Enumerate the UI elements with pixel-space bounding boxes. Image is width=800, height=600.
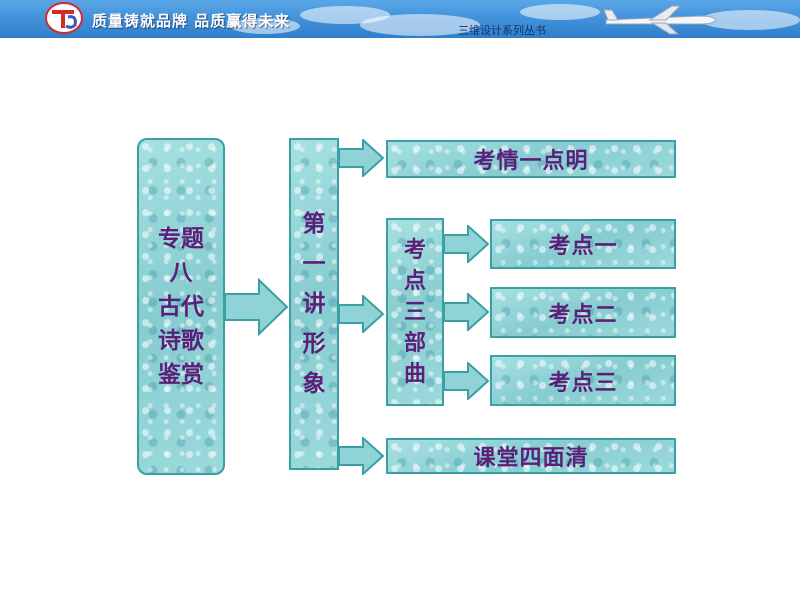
three-parts-char: 曲 — [403, 360, 426, 387]
cloud-decoration — [360, 14, 480, 36]
lecture-char: 形 — [302, 330, 326, 357]
topic-line: 鉴赏 — [158, 360, 204, 388]
publisher-logo-icon — [45, 2, 83, 34]
point-one-label: 考点一 — [548, 233, 618, 259]
cloud-decoration — [230, 18, 300, 34]
arrow-to-point-one-icon — [444, 225, 490, 263]
header-slogan: 质量铸就品牌 品质赢得未来 — [92, 12, 291, 30]
three-parts-char: 三 — [403, 298, 426, 325]
lecture-char: 讲 — [302, 290, 326, 317]
arrow-to-point-three-icon — [444, 362, 490, 400]
cloud-decoration — [520, 4, 600, 20]
three-parts-char: 点 — [403, 267, 426, 294]
three-parts-text: 考 点 三 部 曲 — [404, 235, 426, 390]
exam-info-box: 考情一点明 — [386, 140, 676, 178]
cloud-decoration — [700, 10, 800, 30]
topic-line: 八 — [169, 258, 193, 286]
point-one-box: 考点一 — [490, 219, 676, 269]
arrow-to-clear-all-icon — [339, 437, 385, 475]
topic-line: 专题 — [158, 224, 204, 252]
lecture-box: 第 一 讲 形 象 — [289, 138, 339, 470]
three-parts-char: 考 — [403, 236, 426, 263]
topic-line: 古代 — [158, 292, 204, 320]
series-title: 三维设计系列丛书 — [458, 24, 546, 37]
lecture-char: 一 — [302, 250, 326, 277]
topic-line: 诗歌 — [158, 326, 204, 354]
lecture-char: 象 — [302, 370, 326, 397]
point-two-label: 考点二 — [548, 301, 618, 328]
point-three-box: 考点三 — [490, 355, 676, 406]
topic-text: 专题 八 古代 诗歌 鉴赏 — [158, 222, 204, 392]
arrow-to-point-two-icon — [444, 293, 490, 331]
clear-all-box: 课堂四面清 — [386, 438, 676, 474]
three-parts-char: 部 — [403, 329, 426, 356]
lecture-char: 第 — [302, 210, 326, 237]
exam-info-label: 考情一点明 — [473, 148, 589, 174]
arrow-to-exam-info-icon — [339, 139, 385, 177]
arrow-topic-to-lecture-icon — [225, 278, 289, 336]
topic-box: 专题 八 古代 诗歌 鉴赏 — [137, 138, 225, 475]
lecture-text: 第 一 讲 形 象 — [303, 204, 326, 404]
clear-all-label: 课堂四面清 — [473, 445, 589, 471]
point-three-label: 考点三 — [548, 369, 618, 396]
three-parts-box: 考 点 三 部 曲 — [386, 218, 444, 406]
header-banner: 质量铸就品牌 品质赢得未来 三维设计系列丛书 — [0, 0, 800, 38]
arrow-to-three-parts-icon — [339, 295, 385, 333]
airplane-icon — [603, 5, 717, 35]
point-two-box: 考点二 — [490, 287, 676, 338]
